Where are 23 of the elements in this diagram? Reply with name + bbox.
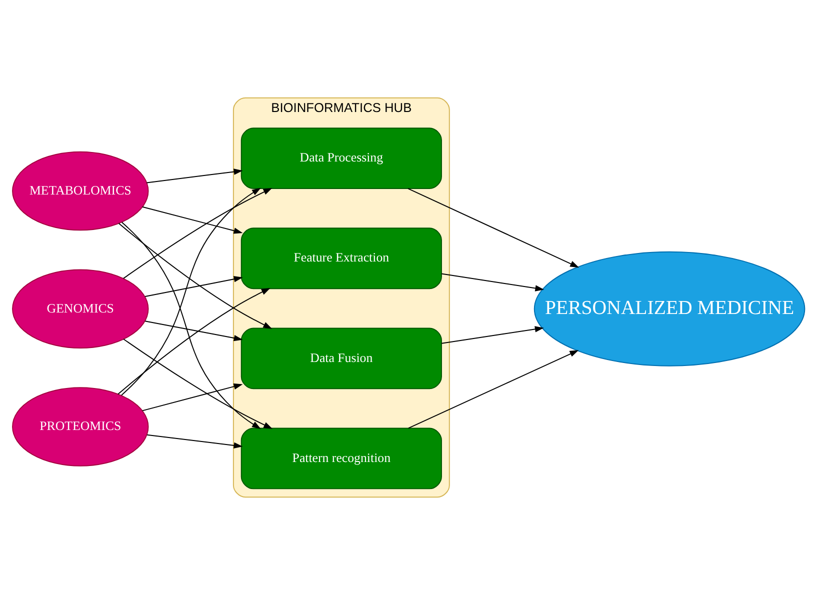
arrow	[144, 320, 243, 342]
arrow	[144, 276, 243, 297]
arrow	[146, 434, 243, 449]
arrow	[441, 273, 544, 292]
arrow	[441, 326, 544, 344]
arrow	[142, 383, 243, 412]
arrow	[123, 338, 273, 429]
arrow	[142, 206, 243, 234]
arrow	[121, 222, 261, 429]
arrow	[408, 350, 579, 429]
node-ellipse: METABOLOMICS	[12, 151, 149, 231]
arrow	[146, 168, 243, 184]
arrow	[120, 188, 261, 396]
node-ellipse: GENOMICS	[12, 269, 149, 349]
node-box: Data Processing	[240, 128, 442, 190]
node-box: Feature Extraction	[240, 228, 442, 290]
node-ellipse: PROTEOMICS	[12, 387, 149, 466]
arrow	[408, 188, 580, 268]
node-box: Data Fusion	[240, 328, 442, 390]
arrow	[118, 222, 272, 329]
node-box: Pattern recognition	[240, 428, 442, 490]
arrow	[123, 188, 272, 279]
arrow	[118, 288, 270, 395]
